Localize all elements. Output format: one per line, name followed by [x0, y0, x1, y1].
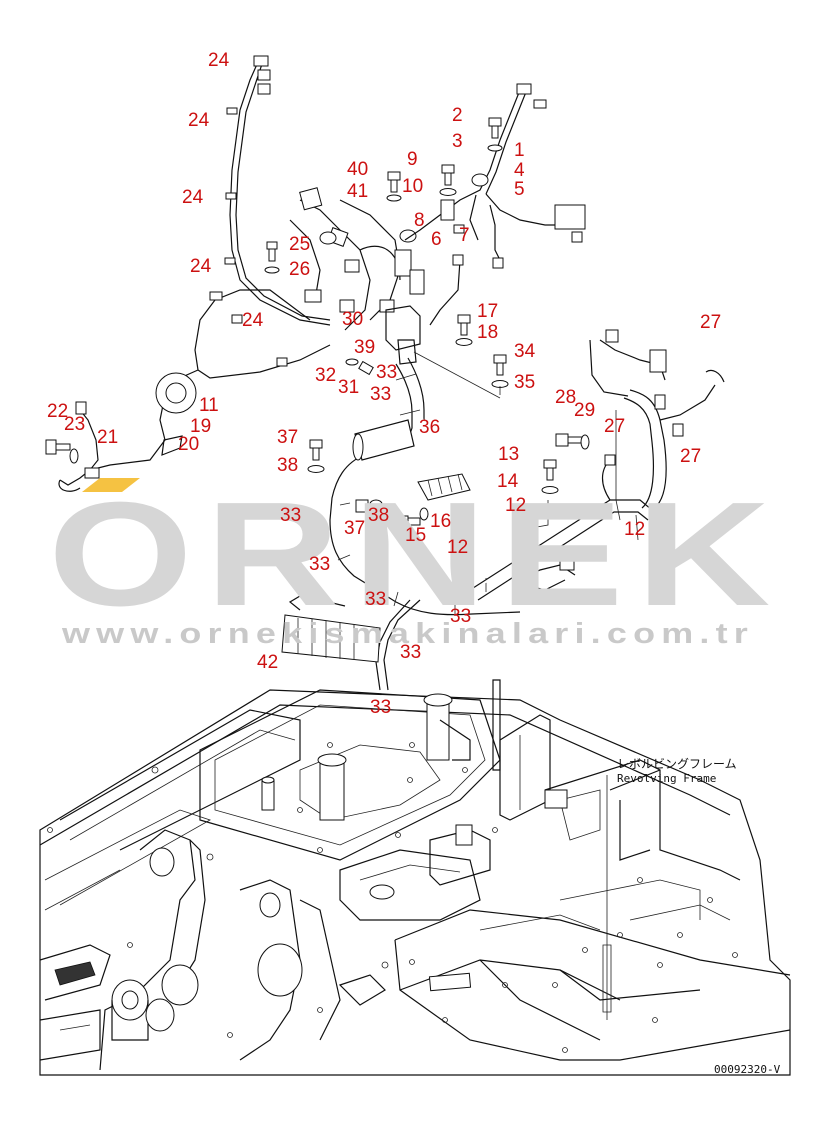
callout-c33e: 33 [365, 589, 386, 610]
callout-c14: 14 [497, 471, 519, 492]
revolving-frame-label-en: Revolving Frame [617, 772, 716, 785]
callout-c10: 10 [402, 176, 423, 197]
callout-c8: 8 [414, 210, 425, 231]
callout-c27c: 27 [680, 446, 701, 467]
revolving-frame-drawing [39, 679, 791, 1076]
callout-c12c: 12 [624, 519, 645, 540]
callout-c27a: 27 [700, 312, 721, 333]
callout-c16: 16 [430, 511, 451, 532]
callout-c18: 18 [477, 322, 498, 343]
callout-c38b: 38 [368, 505, 389, 526]
callout-c15: 15 [405, 525, 426, 546]
callout-c3: 3 [452, 131, 463, 152]
callout-c38a: 38 [277, 455, 298, 476]
callout-c24a: 24 [208, 50, 230, 71]
callout-c33f: 33 [450, 606, 471, 627]
callout-c33g: 33 [400, 642, 421, 663]
callout-c30: 30 [342, 309, 363, 330]
callout-c40: 40 [347, 159, 368, 180]
watermark-brand: ORNEK [48, 472, 783, 637]
callout-c24b: 24 [188, 110, 210, 131]
drawing-code: 00092320-V [714, 1063, 781, 1076]
callout-c29: 29 [574, 400, 595, 421]
callout-c5: 5 [514, 179, 525, 200]
watermark: ORNEK www.ornekismakinalari.com.tr [48, 472, 783, 650]
callout-c33b: 33 [370, 384, 391, 405]
wiring-harness-drawing [45, 55, 725, 691]
callout-c17: 17 [477, 301, 498, 322]
callout-c39: 39 [354, 337, 375, 358]
watermark-url: www.ornekismakinalari.com.tr [61, 618, 754, 650]
callout-c36: 36 [419, 417, 440, 438]
callout-c19: 19 [190, 416, 211, 437]
callout-c31: 31 [338, 377, 359, 398]
callout-c27b: 27 [604, 416, 625, 437]
callout-c12a: 12 [505, 495, 526, 516]
callout-c21: 21 [97, 427, 118, 448]
callout-c42: 42 [257, 652, 278, 673]
callout-c41: 41 [347, 181, 368, 202]
callout-c20: 20 [178, 434, 199, 455]
callout-c4: 4 [514, 160, 525, 181]
callout-c33c: 33 [280, 505, 301, 526]
hardware [45, 117, 590, 529]
callout-c6: 6 [431, 229, 442, 250]
callout-c25: 25 [289, 234, 310, 255]
callout-c24d: 24 [190, 256, 212, 277]
callout-c2: 2 [452, 105, 463, 126]
callout-c28: 28 [555, 387, 576, 408]
callout-c33d: 33 [309, 554, 330, 575]
callout-c35: 35 [514, 372, 535, 393]
watermark-accent-mark [82, 478, 140, 492]
revolving-frame-label-jp: レボルビングフレーム [617, 757, 737, 771]
callout-c37b: 37 [344, 518, 365, 539]
callout-c13: 13 [498, 444, 519, 465]
callout-c24e: 24 [242, 310, 264, 331]
callout-c11: 11 [199, 395, 219, 416]
callout-c1: 1 [514, 140, 525, 161]
callout-c33a: 33 [376, 362, 397, 383]
callout-c22: 22 [47, 401, 68, 422]
callout-c12b: 12 [447, 537, 468, 558]
callout-c33h: 33 [370, 697, 391, 718]
callout-c26: 26 [289, 259, 310, 280]
callout-c9: 9 [407, 149, 418, 170]
callout-c24c: 24 [182, 187, 204, 208]
callout-c7: 7 [459, 225, 470, 246]
callout-c37a: 37 [277, 427, 298, 448]
callout-c32: 32 [315, 365, 336, 386]
callout-c23: 23 [64, 414, 85, 435]
callout-c34: 34 [514, 341, 536, 362]
